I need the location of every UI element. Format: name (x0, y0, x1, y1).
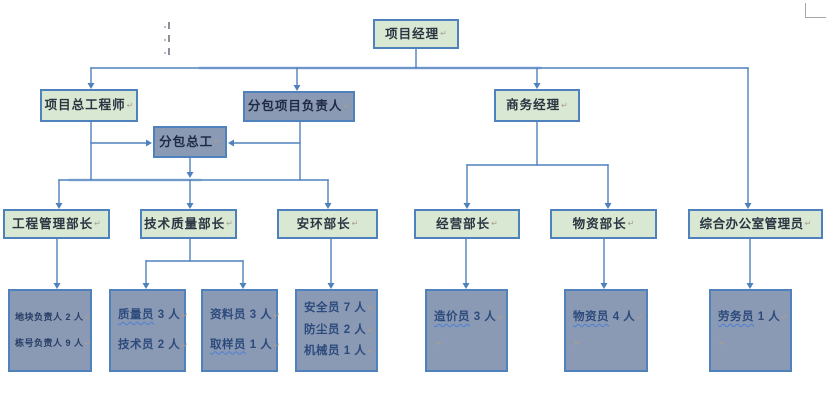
paragraph-mark: ↵ (181, 311, 188, 320)
node-label: 项目总工程师 (44, 98, 126, 113)
staff-count: 7 人 (340, 302, 367, 315)
staff-role: 防尘员 (304, 323, 340, 336)
staff-count: 1 人 (340, 345, 367, 358)
node-subcontract-project-leader[interactable]: 分包项目负责人↵ (243, 91, 355, 122)
staff-role: 劳务员 (718, 311, 754, 323)
formatting-mark (164, 22, 170, 29)
paragraph-mark: ↵ (627, 219, 635, 228)
staff-role: 安全员 (304, 302, 340, 315)
formatting-mark (164, 48, 170, 55)
staff-line: 机械员 1 人↵ (304, 346, 374, 358)
node-label: 经营部长 (436, 216, 491, 231)
staff-count: 2 人 (62, 312, 84, 323)
paragraph-mark: ↵ (214, 137, 221, 146)
paragraph-mark: ↵ (440, 29, 447, 38)
staff-role: 地块负责人 (15, 312, 63, 323)
paragraph-mark: ↵ (181, 340, 188, 350)
paragraph-mark: ↵ (719, 338, 726, 348)
node-label: 安环部长 (296, 216, 351, 231)
staff-role: 机械员 (304, 345, 340, 358)
node-engineering-mgmt-head[interactable]: 工程管理部长↵ (3, 209, 110, 239)
paragraph-mark: ↵ (804, 219, 812, 228)
node-label: 分包总工 (159, 134, 214, 149)
node-label: 商务经理 (506, 98, 561, 113)
paragraph-mark: ↵ (367, 347, 374, 357)
node-label: 物资部长 (572, 216, 627, 231)
paragraph-mark: ↵ (435, 338, 442, 348)
staff-role: 造价员 (434, 311, 470, 323)
staff-box-cost-team[interactable]: 造价员 3 人↵ ↵ (425, 289, 508, 372)
node-admin-office-manager[interactable]: 综合办公室管理员↵ (688, 209, 823, 239)
paragraph-mark: ↵ (273, 340, 280, 350)
paragraph-mark: ↵ (497, 313, 504, 322)
node-project-manager[interactable]: 项目经理↵ (373, 19, 459, 49)
node-label: 工程管理部长 (12, 216, 94, 231)
node-business-manager[interactable]: 商务经理↵ (494, 89, 580, 122)
paragraph-mark: ↵ (574, 338, 581, 348)
node-label: 项目经理 (385, 26, 440, 41)
staff-line: ↵ (718, 338, 788, 350)
staff-count: 1 人 (754, 311, 781, 323)
formatting-mark (164, 35, 170, 42)
staff-line: 技术员 2 人↵ (118, 338, 188, 352)
staff-line: 质量员 3 人↵ (118, 309, 188, 322)
staff-line: ↵ (434, 338, 504, 350)
node-materials-head[interactable]: 物资部长↵ (550, 209, 657, 239)
node-safety-env-head[interactable]: 安环部长↵ (277, 209, 378, 239)
staff-count: 2 人 (340, 323, 367, 336)
node-label: 分包项目负责人 (247, 99, 343, 114)
staff-box-labor-team[interactable]: 劳务员 1 人↵ ↵ (709, 289, 792, 372)
staff-line: 防尘员 2 人↵ (304, 323, 374, 337)
staff-box-material-team[interactable]: 物资员 4 人↵ ↵ (564, 289, 648, 372)
staff-line: 安全员 7 人↵ (304, 302, 374, 315)
staff-line: 栋号负责人 9 人↵ (15, 337, 91, 348)
staff-box-safety-team[interactable]: 安全员 7 人↵ 防尘员 2 人↵ 机械员 1 人↵ (295, 289, 378, 372)
paragraph-mark: ↵ (367, 325, 374, 335)
staff-line: 造价员 3 人↵ (434, 311, 504, 324)
staff-count: 3 人 (154, 309, 181, 321)
staff-box-quality-team[interactable]: 质量员 3 人↵ 技术员 2 人↵ (109, 289, 188, 372)
staff-line: 资料员 3 人↵ (210, 309, 280, 322)
paragraph-mark: ↵ (126, 100, 134, 110)
paragraph-mark: ↵ (351, 219, 359, 228)
paragraph-mark: ↵ (636, 313, 643, 322)
paragraph-mark: ↵ (84, 313, 92, 323)
staff-role: 资料员 (210, 309, 246, 321)
staff-role: 栋号负责人 (15, 337, 63, 348)
paragraph-mark: ↵ (491, 219, 498, 228)
staff-box-document-team[interactable]: 资料员 3 人↵ 取样员 1 人↵ (201, 289, 280, 372)
node-label: 综合办公室管理员 (699, 216, 804, 231)
paragraph-mark: ↵ (84, 338, 92, 348)
staff-line: 劳务员 1 人↵ (718, 311, 788, 324)
paragraph-mark: ↵ (343, 101, 351, 111)
staff-role: 质量员 (118, 309, 154, 321)
node-operations-head[interactable]: 经营部长↵ (414, 209, 520, 239)
paragraph-mark: ↵ (561, 100, 568, 110)
staff-line: 物资员 4 人↵ (573, 311, 644, 324)
staff-line: 取样员 1 人↵ (210, 338, 280, 352)
node-subcontract-chief-engineer[interactable]: 分包总工↵ (153, 126, 227, 158)
staff-line: 地块负责人 2 人↵ (15, 312, 91, 323)
staff-count: 4 人 (609, 311, 636, 323)
staff-count: 2 人 (154, 338, 181, 351)
staff-count: 1 人 (246, 338, 273, 351)
staff-count: 3 人 (246, 309, 273, 321)
node-tech-quality-head[interactable]: 技术质量部长↵ (140, 209, 237, 239)
staff-role: 技术员 (118, 338, 154, 351)
paragraph-mark: ↵ (781, 313, 788, 322)
staff-role: 取样员 (210, 338, 246, 351)
staff-count: 9 人 (62, 337, 84, 348)
paragraph-mark: ↵ (226, 219, 233, 228)
staff-role: 物资员 (573, 311, 609, 323)
node-label: 技术质量部长 (144, 216, 226, 231)
staff-box-plot-leaders[interactable]: 地块负责人 2 人↵ 栋号负责人 9 人↵ (8, 289, 92, 372)
staff-count: 3 人 (470, 311, 497, 323)
paragraph-mark: ↵ (367, 304, 374, 314)
staff-line: ↵ (573, 338, 644, 350)
node-chief-project-engineer[interactable]: 项目总工程师↵ (40, 89, 138, 122)
paragraph-mark: ↵ (94, 219, 101, 228)
paragraph-mark: ↵ (273, 311, 280, 320)
page-corner-mark (805, 3, 826, 18)
